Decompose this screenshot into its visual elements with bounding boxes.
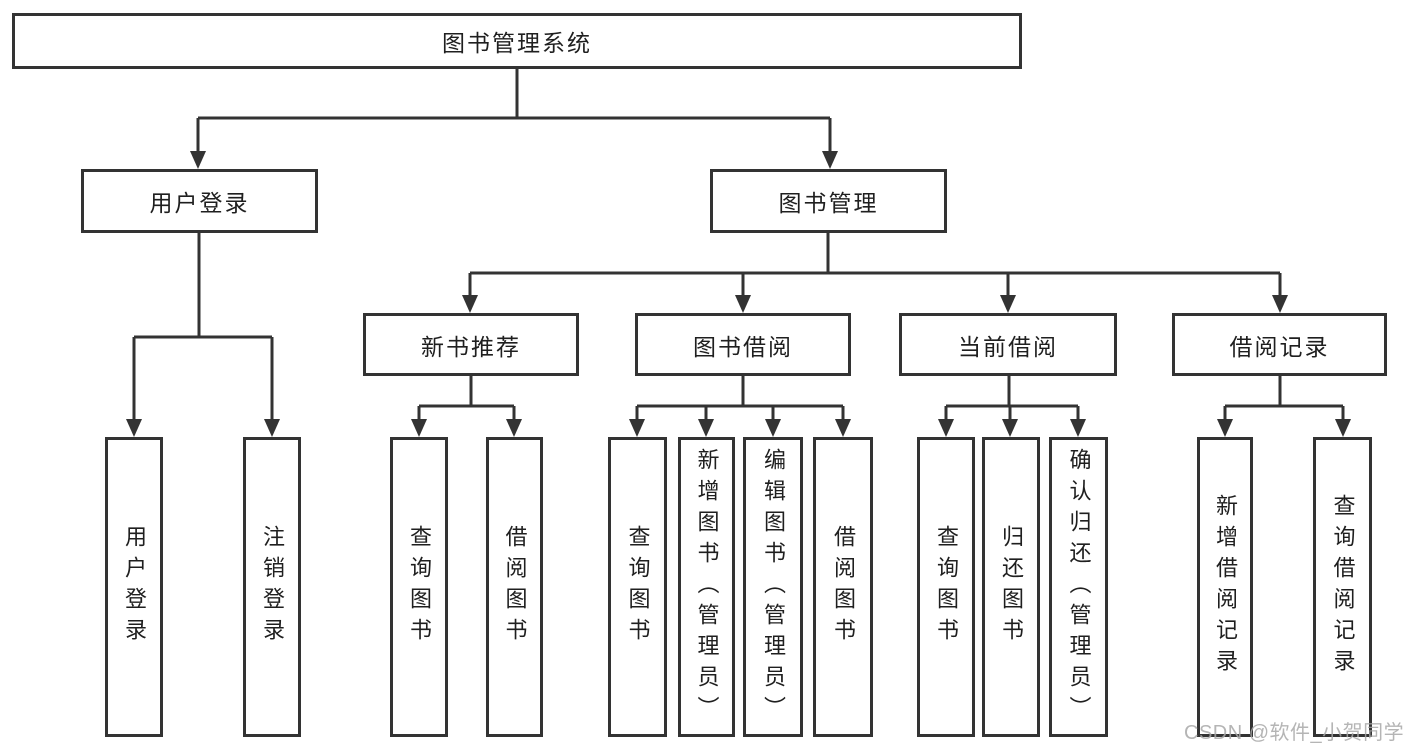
node-query-books-current: 查询图书 [917, 437, 975, 737]
node-library-system: 图书管理系统 [12, 13, 1022, 69]
node-query-books-borrow: 查询图书 [608, 437, 667, 737]
node-user-login-leaf-label: 用户登录 [122, 525, 147, 649]
node-confirm-return-admin: 确认归还（管理员） [1049, 437, 1108, 737]
node-book-borrow: 图书借阅 [635, 313, 851, 376]
node-logout-leaf: 注销登录 [243, 437, 301, 737]
node-edit-books-admin-label: 编辑图书（管理员） [761, 447, 786, 727]
node-return-books-label: 归还图书 [999, 525, 1024, 649]
node-add-borrow-record-label: 新增借阅记录 [1213, 494, 1238, 680]
node-book-borrow-label: 图书借阅 [693, 333, 793, 360]
node-add-books-admin-label: 新增图书（管理员） [694, 447, 720, 727]
node-edit-books-admin: 编辑图书（管理员） [743, 437, 803, 737]
node-book-management: 图书管理 [710, 169, 947, 233]
node-borrow-books-borrow: 借阅图书 [813, 437, 873, 737]
node-add-borrow-record: 新增借阅记录 [1197, 437, 1253, 737]
node-query-books-recommend: 查询图书 [390, 437, 448, 737]
csdn-watermark: CSDN @软件_小贺同学 [1184, 722, 1405, 744]
node-logout-leaf-label: 注销登录 [260, 525, 285, 649]
node-borrow-books-recommend-label: 借阅图书 [502, 525, 528, 649]
node-query-books-recommend-label: 查询图书 [407, 525, 432, 649]
node-book-management-label: 图书管理 [778, 190, 879, 216]
node-query-books-current-label: 查询图书 [934, 525, 959, 649]
node-borrow-records: 借阅记录 [1172, 313, 1387, 376]
node-add-books-admin: 新增图书（管理员） [678, 437, 735, 737]
node-return-books: 归还图书 [982, 437, 1040, 737]
node-new-book-recommend-label: 新书推荐 [421, 333, 521, 360]
node-confirm-return-admin-label: 确认归还（管理员） [1066, 447, 1092, 727]
node-current-borrow: 当前借阅 [899, 313, 1117, 376]
node-current-borrow-label: 当前借阅 [958, 333, 1058, 360]
node-query-borrow-record-label: 查询借阅记录 [1330, 494, 1356, 680]
node-borrow-books-recommend: 借阅图书 [486, 437, 543, 737]
node-query-books-borrow-label: 查询图书 [625, 525, 651, 649]
node-query-borrow-record: 查询借阅记录 [1313, 437, 1372, 737]
node-user-login: 用户登录 [81, 169, 318, 233]
node-user-login-label: 用户登录 [149, 190, 250, 216]
node-borrow-books-borrow-label: 借阅图书 [831, 525, 856, 649]
node-user-login-leaf: 用户登录 [105, 437, 163, 737]
node-new-book-recommend: 新书推荐 [363, 313, 579, 376]
node-borrow-records-label: 借阅记录 [1229, 333, 1330, 360]
node-library-system-label: 图书管理系统 [442, 30, 592, 56]
